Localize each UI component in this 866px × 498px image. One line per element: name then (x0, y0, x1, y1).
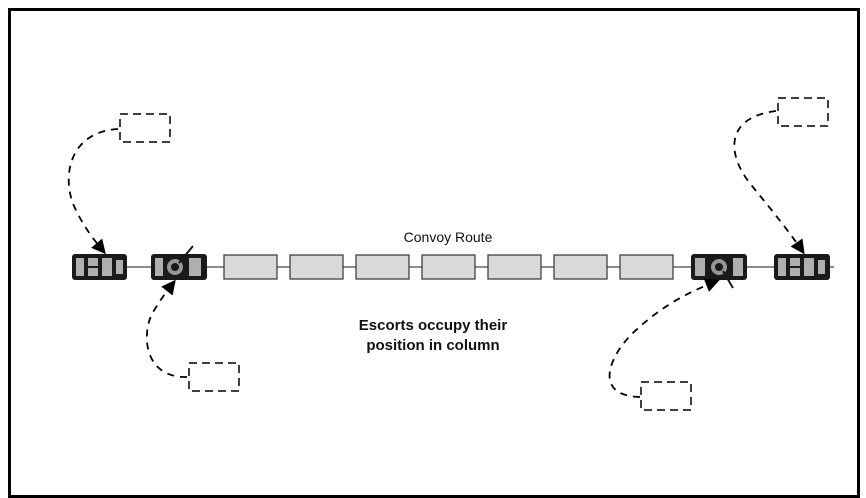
convoy-vehicle-7 (619, 254, 674, 280)
armored-turret-vehicle-icon (151, 245, 207, 280)
convoy-vehicle-3 (355, 254, 410, 280)
movement-arrow (733, 110, 805, 255)
armored-turret-vehicle-icon (691, 254, 747, 289)
convoy-vehicle-1 (223, 254, 278, 280)
movement-arrow (608, 278, 720, 398)
movement-arrow (67, 128, 119, 255)
diagram-frame (8, 8, 860, 498)
armored-vehicle-icon (72, 254, 127, 280)
initial-position-box (640, 381, 692, 411)
convoy-vehicle-4 (421, 254, 476, 280)
convoy-vehicle-5 (487, 254, 542, 280)
initial-position-box (777, 97, 829, 127)
convoy-vehicle-2 (289, 254, 344, 280)
armored-vehicle-icon (774, 254, 830, 280)
convoy-vehicles (223, 254, 674, 280)
route-label: Convoy Route (404, 229, 493, 245)
caption-line-1: Escorts occupy their (359, 317, 508, 334)
movement-arrow (146, 279, 188, 378)
caption-line-2: position in column (366, 337, 499, 354)
initial-position-box (188, 362, 240, 392)
initial-position-box (119, 113, 171, 143)
convoy-vehicle-6 (553, 254, 608, 280)
